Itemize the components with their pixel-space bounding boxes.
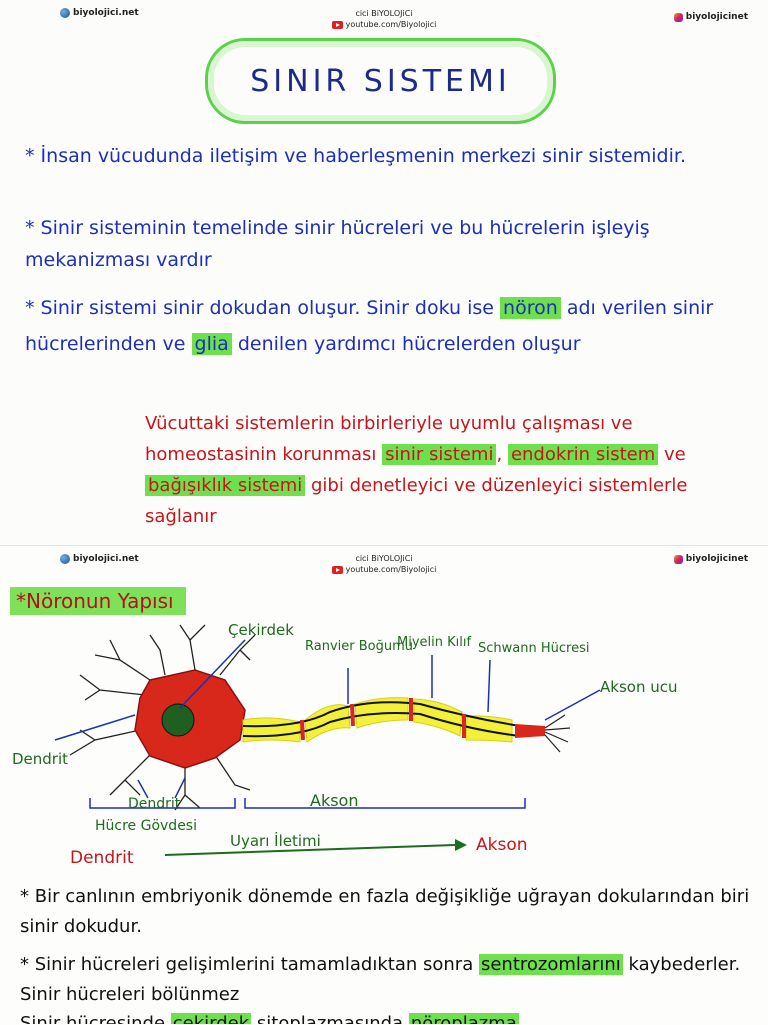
bottom-header-left: biyolojici.net [60, 554, 139, 564]
flow-arrowhead [455, 839, 467, 851]
bottom-note-3: Sinir hücresinde çekirdek sitoplazmasınd… [20, 1012, 750, 1024]
brackets [89, 798, 526, 809]
bottom-note-2-text-b: kaybederler. Sinir hücreleri bölünmez [20, 954, 741, 1005]
highlight-noron: nöron [500, 297, 561, 319]
top-header-center: cici BiYOLOJiCi youtube.com/Biyolojici [0, 8, 768, 30]
bottom-note-1: * Bir canlının embriyonik dönemde en faz… [20, 882, 750, 942]
label-flow-start: Dendrit [70, 848, 134, 868]
bullet-3: * Sinir sistemi sinir dokudan oluşur. Si… [25, 290, 745, 362]
bullet-marker: * [20, 954, 29, 975]
top-page: biyolojici.net cici BiYOLOJiCi youtube.c… [0, 8, 768, 532]
bottom-note-2: * Sinir hücreleri gelişimlerini tamamlad… [20, 950, 750, 1010]
page-title: SINIR SISTEMI [250, 63, 511, 99]
label-schwann: Schwann Hücresi [478, 641, 589, 656]
label-dendrit-left: Dendrit [12, 750, 68, 768]
red-note-ve: ve [663, 444, 686, 465]
bullet-3-text-b: adı verilen sinir hücrelerinden ve [25, 297, 714, 355]
label-miyelin: Miyelin Kılıf [397, 635, 471, 650]
bullet-marker: * [25, 297, 35, 319]
flow-arrow [164, 844, 456, 856]
nucleus [161, 703, 195, 737]
section-title: *Nöronun Yapısı [10, 587, 186, 615]
terminal-branches [544, 714, 571, 753]
diagram-labels: Çekirdek Ranvier Boğumu Miyelin Kılıf Sc… [12, 621, 677, 868]
axon-terminal [515, 724, 545, 738]
instagram-icon [673, 554, 683, 564]
highlight-sinir-sistemi: sinir sistemi [382, 444, 497, 465]
highlight-noroplazma: nöroplazma [408, 1013, 519, 1024]
top-header-instagram: biyolojicinet [685, 12, 748, 22]
red-note-comma: , [496, 444, 503, 465]
top-header-left: biyolojici.net [60, 8, 139, 18]
neuron-diagram: Çekirdek Ranvier Boğumu Miyelin Kılıf Sc… [12, 621, 677, 868]
bullet-marker: * [25, 145, 35, 167]
bullet-2: * Sinir sisteminin temelinde sinir hücre… [25, 212, 745, 276]
bottom-header-site: biyolojici.net [73, 554, 139, 564]
label-flow: Uyarı İletimi [230, 831, 321, 850]
bottom-note-3-text-a: Sinir hücresinde [20, 1013, 166, 1024]
globe-icon [60, 554, 70, 564]
bottom-note-1-text: Bir canlının embriyonik dönemde en fazla… [20, 886, 750, 937]
bottom-header-instagram: biyolojicinet [685, 554, 748, 564]
youtube-icon [331, 565, 343, 574]
bullet-marker: * [20, 886, 29, 907]
label-hucre-govdesi: Hücre Gövdesi [95, 818, 197, 834]
label-dendrit-bottom: Dendrit [128, 796, 181, 812]
bullet-3-text-a: Sinir sistemi sinir dokudan oluşur. Sini… [40, 297, 494, 319]
label-flow-end: Akson [476, 835, 528, 855]
globe-icon [60, 8, 70, 18]
bottom-header-right: biyolojicinet [673, 554, 748, 564]
red-note: Vücuttaki sistemlerin birbirleriyle uyum… [145, 408, 705, 532]
dendrite-branches [69, 624, 256, 811]
bullet-2-text: Sinir sisteminin temelinde sinir hücrele… [25, 217, 650, 271]
axon-line-bottom [242, 712, 521, 738]
instagram-icon [673, 12, 683, 22]
label-akson-ucu: Akson ucu [600, 678, 677, 696]
top-header-brand: cici BiYOLOJiCi [355, 9, 413, 18]
bottom-note-3-text-b: sitoplazmasında [256, 1013, 404, 1024]
highlight-endokrin-sistem: endokrin sistem [507, 444, 659, 465]
bullet-1-text: İnsan vücudunda iletişim ve haberleşmeni… [40, 145, 686, 167]
highlight-glia: glia [191, 333, 232, 355]
highlight-cekirdek: çekirdek [170, 1013, 252, 1024]
red-note-text-a: Vücuttaki sistemlerin birbirleriyle uyum… [145, 413, 633, 465]
axon-line-top [242, 701, 521, 728]
bottom-header-youtube: youtube.com/Biyolojici [345, 565, 437, 574]
bottom-note-2-text-a: Sinir hücreleri gelişimlerini tamamladık… [34, 954, 474, 975]
pointer-arrows [54, 639, 601, 799]
bottom-header-brand: cici BiYOLOJiCi [355, 554, 413, 563]
highlight-sentrozom: sentrozomlarını [478, 954, 623, 975]
ranvier-nodes [300, 698, 466, 741]
label-akson: Akson [310, 791, 358, 810]
youtube-icon [331, 20, 343, 29]
bullet-marker: * [25, 217, 35, 239]
top-header-youtube: youtube.com/Biyolojici [345, 20, 437, 29]
title-cloud: SINIR SISTEMI [205, 38, 556, 124]
top-header-site: biyolojici.net [73, 8, 139, 18]
highlight-bagisiklik-sistemi: bağışıklık sistemi [145, 475, 306, 496]
label-cekirdek: Çekirdek [228, 621, 294, 639]
red-note-text-b: gibi denetleyici ve düzenleyici sistemle… [145, 475, 688, 527]
bottom-page: biyolojici.net cici BiYOLOJiCi youtube.c… [0, 545, 768, 1025]
bottom-header-center: cici BiYOLOJiCi youtube.com/Biyolojici [0, 553, 768, 575]
top-header-right: biyolojicinet [673, 12, 748, 22]
bullet-3-text-c: denilen yardımcı hücrelerden oluşur [237, 333, 581, 355]
bullet-1: * İnsan vücudunda iletişim ve haberleşme… [25, 140, 745, 172]
label-ranvier: Ranvier Boğumu [305, 639, 413, 654]
